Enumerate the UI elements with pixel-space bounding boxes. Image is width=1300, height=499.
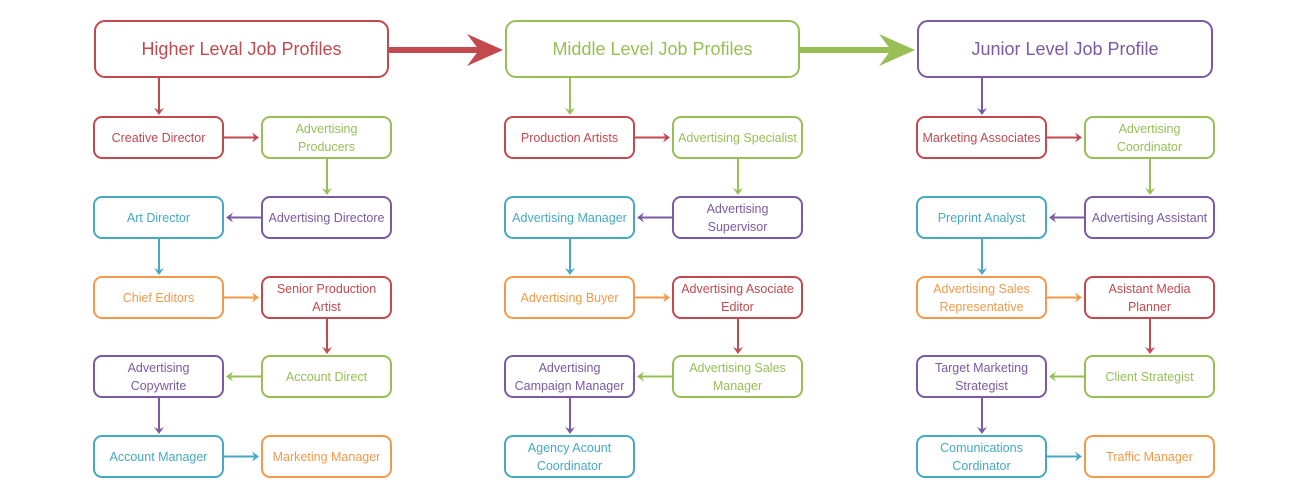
header-label: Junior Level Job Profile — [971, 39, 1159, 59]
job-node-label: Advertising Copywrite — [127, 360, 190, 393]
job-node-creative-director: Creative Director — [93, 116, 224, 159]
job-node-advertising-manager: Advertising Manager — [504, 196, 635, 239]
job-node-label: Marketing Manager — [272, 449, 381, 464]
job-node-senior-production-artist: Senior Production Artist — [261, 276, 392, 319]
connector-client-strategist-to-target-marketing-strategist-head — [1049, 371, 1056, 382]
job-node-label: Asistant Media Planner — [1108, 281, 1191, 314]
connector-comunications-cordinator-to-traffic-manager-head — [1075, 451, 1082, 462]
connector-advertising-manager-to-advertising-buyer-head — [565, 268, 575, 275]
job-node-account-direct: Account Direct — [261, 355, 392, 398]
connector-advertising-specialist-to-advertising-supervisor-head — [733, 188, 743, 195]
job-node-label: Advertising Specialist — [678, 130, 797, 145]
connector-preprint-analyst-to-advertising-sales-representative-head — [977, 268, 987, 275]
job-node-label: Comunications Cordinator — [940, 440, 1023, 473]
connector-target-marketing-strategist-to-comunications-cordinator-head — [977, 427, 987, 434]
job-node-label: Advertising Campaign Manager — [514, 360, 625, 393]
connector-account-direct-to-advertising-copywrite-head — [226, 371, 233, 382]
connector-production-artists-to-advertising-specialist-head — [663, 132, 670, 143]
job-node-advertising-producers: Advertising Producers — [261, 116, 392, 159]
job-node-label: Client Strategist — [1105, 369, 1194, 384]
job-node-label: Target Marketing Strategist — [934, 360, 1029, 393]
job-node-label: Advertising Manager — [512, 210, 627, 225]
arrow-middle-to-junior-head — [879, 34, 915, 66]
job-node-label: Advertising Supervisor — [706, 201, 769, 234]
job-node-label: Advertising Sales Representative — [933, 281, 1030, 314]
job-node-advertising-directore: Advertising Directore — [261, 196, 392, 239]
connector-art-director-to-chief-editors-head — [154, 268, 164, 275]
arrow-higher-to-middle-head — [467, 34, 503, 66]
header-label: Higher Leval Job Profiles — [141, 39, 342, 59]
job-node-traffic-manager: Traffic Manager — [1084, 435, 1215, 478]
connector-creative-director-to-advertising-producers-head — [252, 132, 259, 143]
connector-advertising-coordinator-to-advertising-assistant-head — [1145, 188, 1155, 195]
header-higher-level: Higher Leval Job Profiles — [94, 20, 389, 78]
job-node-label: Account Manager — [109, 449, 208, 464]
job-node-advertising-asociate-editor: Advertising Asociate Editor — [672, 276, 803, 319]
connector-advertising-assistant-to-preprint-analyst-head — [1049, 212, 1056, 223]
job-node-label: Advertising Directore — [268, 210, 385, 225]
job-node-label: Senior Production Artist — [276, 281, 377, 314]
job-node-label: Advertising Coordinator — [1116, 121, 1183, 154]
connector-advertising-copywrite-to-account-manager-head — [154, 427, 164, 434]
job-node-label: Advertising Asociate Editor — [681, 281, 794, 314]
job-node-label: Creative Director — [111, 130, 206, 145]
connector-header-2-to-first-head — [977, 108, 987, 115]
job-node-preprint-analyst: Preprint Analyst — [916, 196, 1047, 239]
job-node-art-director: Art Director — [93, 196, 224, 239]
header-junior-level: Junior Level Job Profile — [917, 20, 1213, 78]
header-label: Middle Level Job Profiles — [552, 39, 753, 59]
job-node-advertising-campaign-manager: Advertising Campaign Manager — [504, 355, 635, 398]
job-node-agency-acount-coordinator: Agency Acount Coordinator — [504, 435, 635, 478]
connector-advertising-campaign-manager-to-agency-acount-coordinator-head — [565, 427, 575, 434]
job-node-advertising-sales-representative: Advertising Sales Representative — [916, 276, 1047, 319]
connector-advertising-sales-manager-to-advertising-campaign-manager-head — [637, 371, 644, 382]
job-node-chief-editors: Chief Editors — [93, 276, 224, 319]
connector-chief-editors-to-senior-production-artist-head — [252, 292, 259, 303]
job-node-account-manager: Account Manager — [93, 435, 224, 478]
job-node-advertising-sales-manager: Advertising Sales Manager — [672, 355, 803, 398]
connector-asistant-media-planner-to-client-strategist-head — [1145, 347, 1155, 354]
connector-advertising-producers-to-advertising-directore-head — [322, 188, 332, 195]
job-node-production-artists: Production Artists — [504, 116, 635, 159]
job-node-marketing-manager: Marketing Manager — [261, 435, 392, 478]
connector-marketing-associates-to-advertising-coordinator-head — [1075, 132, 1082, 143]
connector-advertising-supervisor-to-advertising-manager-head — [637, 212, 644, 223]
job-node-comunications-cordinator: Comunications Cordinator — [916, 435, 1047, 478]
job-node-label: Advertising Buyer — [520, 290, 619, 305]
job-node-advertising-buyer: Advertising Buyer — [504, 276, 635, 319]
job-node-label: Marketing Associates — [922, 130, 1041, 145]
job-node-label: Chief Editors — [122, 290, 195, 305]
connector-senior-production-artist-to-account-direct-head — [322, 347, 332, 354]
connector-advertising-asociate-editor-to-advertising-sales-manager-head — [733, 347, 743, 354]
job-node-advertising-supervisor: Advertising Supervisor — [672, 196, 803, 239]
job-node-label: Advertising Sales Manager — [689, 360, 786, 393]
job-node-advertising-copywrite: Advertising Copywrite — [93, 355, 224, 398]
connector-account-manager-to-marketing-manager-head — [252, 451, 259, 462]
job-node-client-strategist: Client Strategist — [1084, 355, 1215, 398]
job-node-label: Agency Acount Coordinator — [527, 440, 612, 473]
connector-header-0-to-first-head — [154, 108, 164, 115]
job-node-advertising-assistant: Advertising Assistant — [1084, 196, 1215, 239]
job-node-advertising-coordinator: Advertising Coordinator — [1084, 116, 1215, 159]
job-node-label: Advertising Producers — [295, 121, 358, 154]
connector-header-1-to-first-head — [565, 108, 575, 115]
job-node-marketing-associates: Marketing Associates — [916, 116, 1047, 159]
job-node-target-marketing-strategist: Target Marketing Strategist — [916, 355, 1047, 398]
job-node-label: Advertising Assistant — [1091, 210, 1208, 225]
connector-advertising-directore-to-art-director-head — [226, 212, 233, 223]
header-middle-level: Middle Level Job Profiles — [505, 20, 800, 78]
job-node-label: Preprint Analyst — [937, 210, 1026, 225]
job-node-label: Production Artists — [520, 130, 619, 145]
job-node-advertising-specialist: Advertising Specialist — [672, 116, 803, 159]
job-node-label: Traffic Manager — [1106, 449, 1193, 464]
connector-advertising-sales-representative-to-asistant-media-planner-head — [1075, 292, 1082, 303]
connector-advertising-buyer-to-advertising-asociate-editor-head — [663, 292, 670, 303]
job-node-label: Account Direct — [285, 369, 368, 384]
job-node-label: Art Director — [126, 210, 191, 225]
job-node-asistant-media-planner: Asistant Media Planner — [1084, 276, 1215, 319]
